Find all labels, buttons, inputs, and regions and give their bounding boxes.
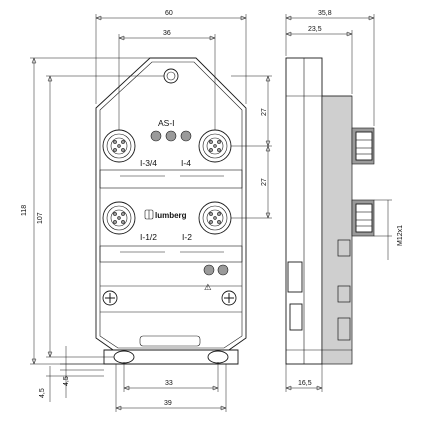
dim-offset-b: 4,5 — [39, 388, 46, 398]
dim-side-base: 16,5 — [298, 380, 312, 387]
label-port-bottom-right: I-2 — [182, 232, 192, 242]
dim-overall-width: 60 — [165, 10, 173, 17]
brand-name: lumberg — [155, 211, 187, 220]
separator-band-1 — [99, 169, 243, 189]
port-bottom-right — [198, 201, 232, 235]
bottom-mounting-hole-right — [207, 350, 229, 364]
dim-port-spacing-y-bottom: 27 — [261, 178, 268, 186]
front-dimensions: 60 36 118 107 27 27 — [21, 10, 272, 412]
dim-base-width: 39 — [164, 400, 172, 407]
warning-icon: ⚠ — [204, 282, 212, 292]
bottom-slot — [139, 335, 201, 347]
separator-band-2 — [99, 245, 243, 263]
dim-overall-height: 118 — [21, 205, 28, 216]
status-led-2 — [217, 264, 229, 276]
dim-port-spacing-x: 36 — [163, 30, 171, 37]
dim-offset-a: 4,5 — [63, 376, 70, 386]
screw-right-icon — [221, 290, 237, 306]
bottom-mount-base — [103, 349, 239, 365]
dim-mount-spacing: 33 — [165, 380, 173, 387]
led-asi-2 — [165, 130, 177, 142]
bottom-mounting-hole-left — [113, 350, 135, 364]
label-asi: AS-I — [158, 118, 175, 128]
label-port-top-left: I-3/4 — [140, 158, 157, 168]
dim-port-spacing-y-top: 27 — [261, 108, 268, 116]
dim-side-depth-inner: 23,5 — [308, 26, 322, 33]
top-mounting-hole-inner — [166, 71, 176, 81]
status-led-1 — [203, 264, 215, 276]
brand-logo-icon — [144, 209, 154, 220]
dim-side-depth: 35,8 — [318, 10, 332, 17]
screw-left-icon — [102, 290, 118, 306]
label-port-bottom-left: I-1/2 — [140, 232, 157, 242]
port-bottom-left — [102, 201, 136, 235]
side-connector-top — [351, 127, 375, 165]
port-top-right — [198, 129, 232, 163]
led-asi-3 — [180, 130, 192, 142]
dim-thread: M12x1 — [397, 225, 404, 246]
side-connector-bottom — [351, 199, 375, 237]
port-top-left — [102, 129, 136, 163]
dim-inner-height: 107 — [37, 212, 44, 224]
front-body-inner — [99, 61, 243, 349]
side-view: 35,8 23,5 M12x1 16,5 — [285, 10, 404, 392]
label-port-top-right: I-4 — [181, 158, 191, 168]
front-view: AS-I I-3/4 I-4 I-1/2 — [95, 57, 247, 365]
led-asi-1 — [150, 130, 162, 142]
top-mounting-hole — [163, 68, 179, 84]
